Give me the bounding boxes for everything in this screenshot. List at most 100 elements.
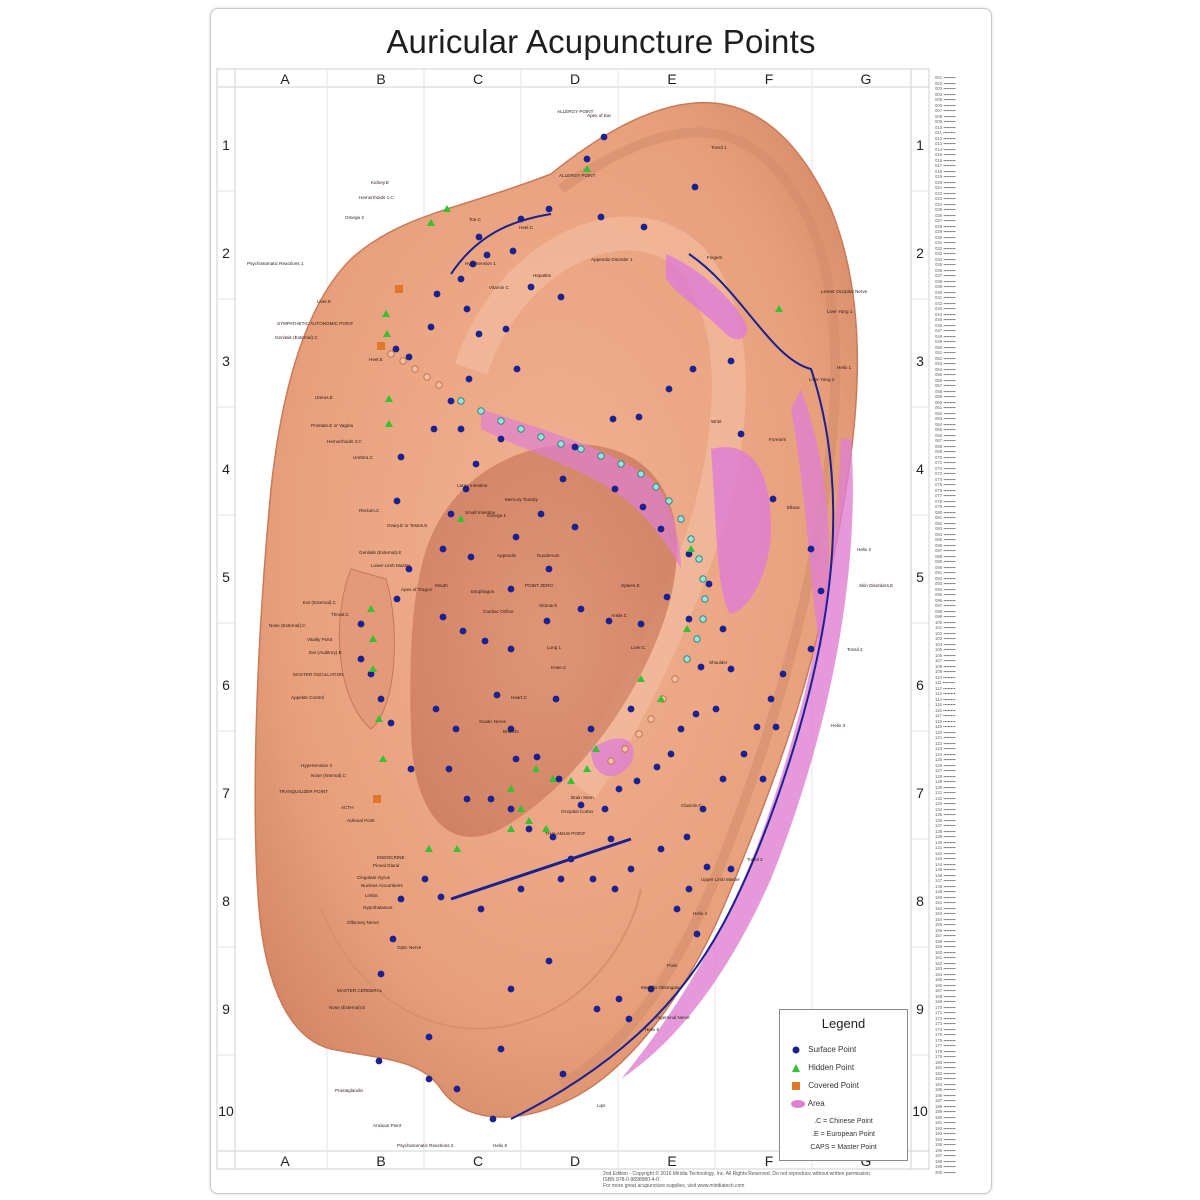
- chain-node: [647, 715, 655, 723]
- point-label: Skin Disorders.E: [859, 583, 893, 588]
- row-header-8: 8: [222, 893, 230, 909]
- surface-point: [587, 725, 595, 733]
- index-line: 048 ▪▪▪▪▪▪▪▪: [935, 333, 956, 339]
- surface-point: [600, 133, 608, 141]
- index-line: 133 ▪▪▪▪▪▪▪▪: [935, 801, 956, 806]
- index-line: 059 ▪▪▪▪▪▪▪▪: [935, 394, 956, 399]
- point-label: Apex of Tragus: [401, 587, 433, 592]
- point-label: Uterus.E: [315, 395, 333, 400]
- index-line: 124 ▪▪▪▪▪▪▪▪: [935, 751, 956, 757]
- surface-point: [507, 985, 515, 993]
- index-line: 200 ▪▪▪▪▪▪▪▪: [935, 1169, 956, 1175]
- surface-point: [767, 695, 775, 703]
- surface-point: [375, 1057, 383, 1065]
- index-line: 132 ▪▪▪▪▪▪▪▪: [935, 795, 956, 801]
- index-line: 074 ▪▪▪▪▪▪▪▪: [935, 476, 956, 482]
- index-line: 032 ▪▪▪▪▪▪▪▪: [935, 245, 956, 251]
- index-line: 158 ▪▪▪▪▪▪▪▪: [935, 938, 956, 944]
- point-label: Ankle.C: [611, 613, 628, 618]
- index-line: 120 ▪▪▪▪▪▪▪▪: [935, 729, 956, 735]
- point-label: Spleen.E: [621, 583, 640, 588]
- hidden-point: [457, 515, 465, 522]
- index-line: 056 ▪▪▪▪▪▪▪▪: [935, 377, 956, 383]
- point-label: Liver Yang 2: [809, 377, 835, 382]
- index-line: 185 ▪▪▪▪▪▪▪▪: [935, 1087, 956, 1092]
- index-line: 051 ▪▪▪▪▪▪▪▪: [935, 350, 956, 355]
- index-line: 012 ▪▪▪▪▪▪▪▪: [935, 135, 956, 141]
- index-line: 182 ▪▪▪▪▪▪▪▪: [935, 1070, 956, 1076]
- surface-point: [497, 435, 505, 443]
- surface-point: [453, 1085, 461, 1093]
- column-header-d: D: [569, 1153, 581, 1169]
- chain-node: [537, 433, 545, 441]
- surface-point: [387, 719, 395, 727]
- index-line: 148 ▪▪▪▪▪▪▪▪: [935, 883, 956, 889]
- point-label: Genitals (External).C: [275, 335, 318, 340]
- point-label: Nose (External).E: [329, 1005, 365, 1010]
- point-label: Prostate.E or Vagina: [311, 423, 353, 428]
- index-line: 020 ▪▪▪▪▪▪▪▪: [935, 179, 956, 185]
- point-label: Forearm: [769, 437, 787, 442]
- chain-node: [665, 497, 673, 505]
- index-line: 175 ▪▪▪▪▪▪▪▪: [935, 1032, 956, 1037]
- index-line: 159 ▪▪▪▪▪▪▪▪: [935, 944, 956, 949]
- ear-tragus: [338, 568, 395, 730]
- index-line: 177 ▪▪▪▪▪▪▪▪: [935, 1043, 956, 1048]
- surface-point: [527, 283, 535, 291]
- hidden-point: [583, 165, 591, 172]
- chain-node: [671, 675, 679, 683]
- point-label: Heart.C: [511, 695, 528, 700]
- index-line: 087 ▪▪▪▪▪▪▪▪: [935, 548, 956, 553]
- column-header-f: F: [764, 71, 774, 87]
- surface-point: [512, 755, 520, 763]
- index-line: 049 ▪▪▪▪▪▪▪▪: [935, 339, 956, 344]
- point-label: Nucleus Accumbens: [361, 883, 403, 888]
- point-label: Stomach: [539, 603, 558, 608]
- surface-point: [462, 485, 470, 493]
- area-helix-band: [791, 389, 830, 649]
- point-label: Anxious Point: [373, 1123, 402, 1128]
- point-index-list: 001 ▪▪▪▪▪▪▪▪002 ▪▪▪▪▪▪▪▪003 ▪▪▪▪▪▪▪▪004 …: [935, 75, 987, 1181]
- surface-point: [452, 725, 460, 733]
- surface-point: [477, 905, 485, 913]
- surface-point: [727, 357, 735, 365]
- index-line: 092 ▪▪▪▪▪▪▪▪: [935, 575, 956, 581]
- index-line: 054 ▪▪▪▪▪▪▪▪: [935, 366, 956, 372]
- area-fingers: [666, 254, 747, 340]
- surface-point: [677, 725, 685, 733]
- surface-point: [437, 893, 445, 901]
- point-label: Hepatitis: [533, 273, 552, 278]
- surface-point: [817, 587, 825, 595]
- surface-point: [439, 545, 447, 553]
- index-line: 134 ▪▪▪▪▪▪▪▪: [935, 806, 956, 812]
- index-line: 140 ▪▪▪▪▪▪▪▪: [935, 839, 956, 845]
- index-line: 170 ▪▪▪▪▪▪▪▪: [935, 1004, 956, 1010]
- index-line: 072 ▪▪▪▪▪▪▪▪: [935, 465, 956, 471]
- row-header-5: 5: [916, 569, 924, 585]
- index-line: 069 ▪▪▪▪▪▪▪▪: [935, 449, 956, 454]
- index-line: 065 ▪▪▪▪▪▪▪▪: [935, 427, 956, 432]
- surface-point: [807, 545, 815, 553]
- hidden-point: [369, 665, 377, 672]
- hidden-point: [683, 625, 691, 632]
- surface-point: [517, 885, 525, 893]
- column-header-d: D: [569, 71, 581, 87]
- helix-line: [510, 253, 835, 1120]
- index-line: 024 ▪▪▪▪▪▪▪▪: [935, 201, 956, 207]
- row-header-9: 9: [916, 1001, 924, 1017]
- index-line: 070 ▪▪▪▪▪▪▪▪: [935, 454, 956, 460]
- index-line: 014 ▪▪▪▪▪▪▪▪: [935, 146, 956, 152]
- index-line: 157 ▪▪▪▪▪▪▪▪: [935, 933, 956, 938]
- point-label: Lesser Occipital Nerve: [821, 289, 868, 294]
- point-label: Sciatic Nerve: [479, 719, 507, 724]
- index-line: 067 ▪▪▪▪▪▪▪▪: [935, 438, 956, 443]
- surface-point: [577, 605, 585, 613]
- hidden-point: [382, 310, 390, 317]
- surface-point: [392, 345, 400, 353]
- surface-point: [465, 375, 473, 383]
- index-line: 107 ▪▪▪▪▪▪▪▪: [935, 658, 956, 663]
- index-line: 162 ▪▪▪▪▪▪▪▪: [935, 960, 956, 966]
- point-label: Nose (Internal).C: [311, 773, 347, 778]
- index-line: 083 ▪▪▪▪▪▪▪▪: [935, 526, 956, 531]
